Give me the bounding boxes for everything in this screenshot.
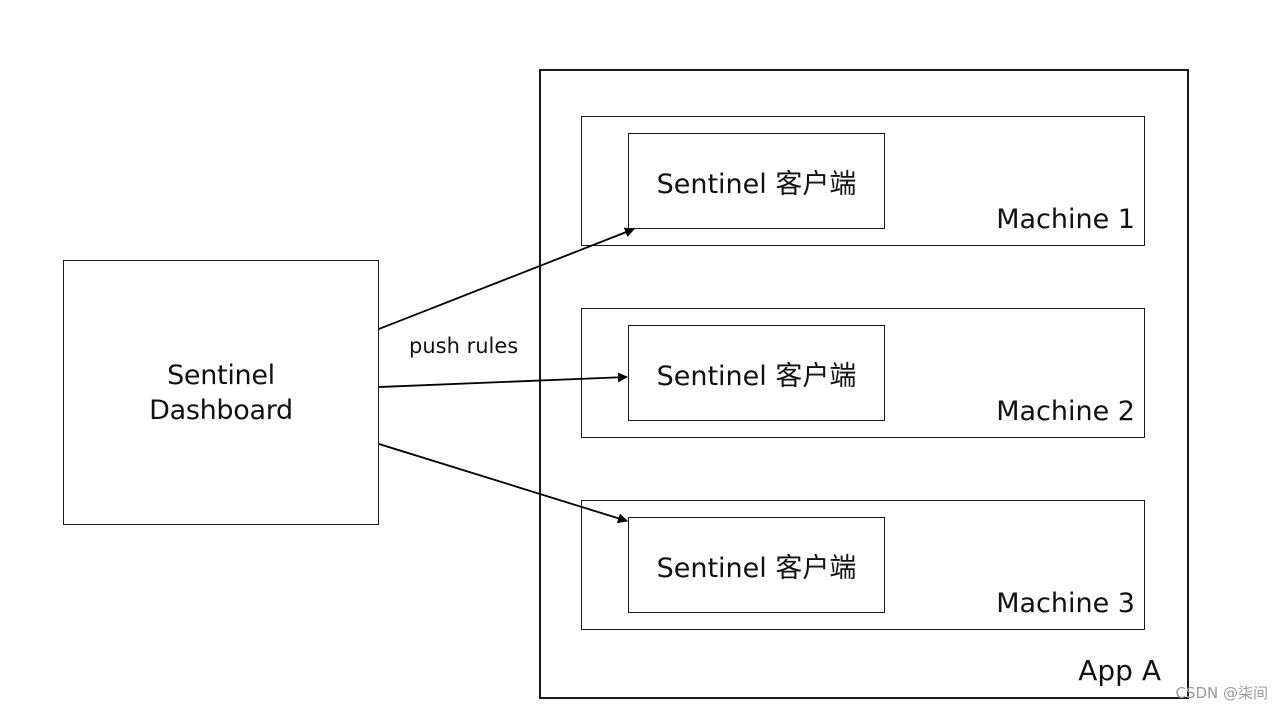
sentinel-dashboard-label: Sentinel Dashboard xyxy=(149,358,293,428)
machine-1-node: Sentinel 客户端 Machine 1 xyxy=(581,116,1145,246)
sentinel-dashboard-label-line2: Dashboard xyxy=(149,394,293,426)
sentinel-client-label-1: Sentinel 客户端 xyxy=(656,168,857,200)
sentinel-client-node-2: Sentinel 客户端 xyxy=(628,325,885,421)
machine-1-label: Machine 1 xyxy=(996,204,1135,235)
push-rules-edge-label: push rules xyxy=(409,334,519,358)
sentinel-dashboard-label-line1: Sentinel xyxy=(167,359,275,391)
machine-2-node: Sentinel 客户端 Machine 2 xyxy=(581,308,1145,438)
sentinel-client-label-3: Sentinel 客户端 xyxy=(656,552,857,584)
machine-3-label: Machine 3 xyxy=(996,588,1135,619)
sentinel-dashboard-node: Sentinel Dashboard xyxy=(63,260,379,525)
watermark: CSDN @柒间 xyxy=(1175,684,1268,702)
sentinel-client-node-1: Sentinel 客户端 xyxy=(628,133,885,229)
machine-3-node: Sentinel 客户端 Machine 3 xyxy=(581,500,1145,630)
sentinel-client-label-2: Sentinel 客户端 xyxy=(656,360,857,392)
app-label: App A xyxy=(1078,654,1161,687)
machine-2-label: Machine 2 xyxy=(996,396,1135,427)
sentinel-client-node-3: Sentinel 客户端 xyxy=(628,517,885,613)
